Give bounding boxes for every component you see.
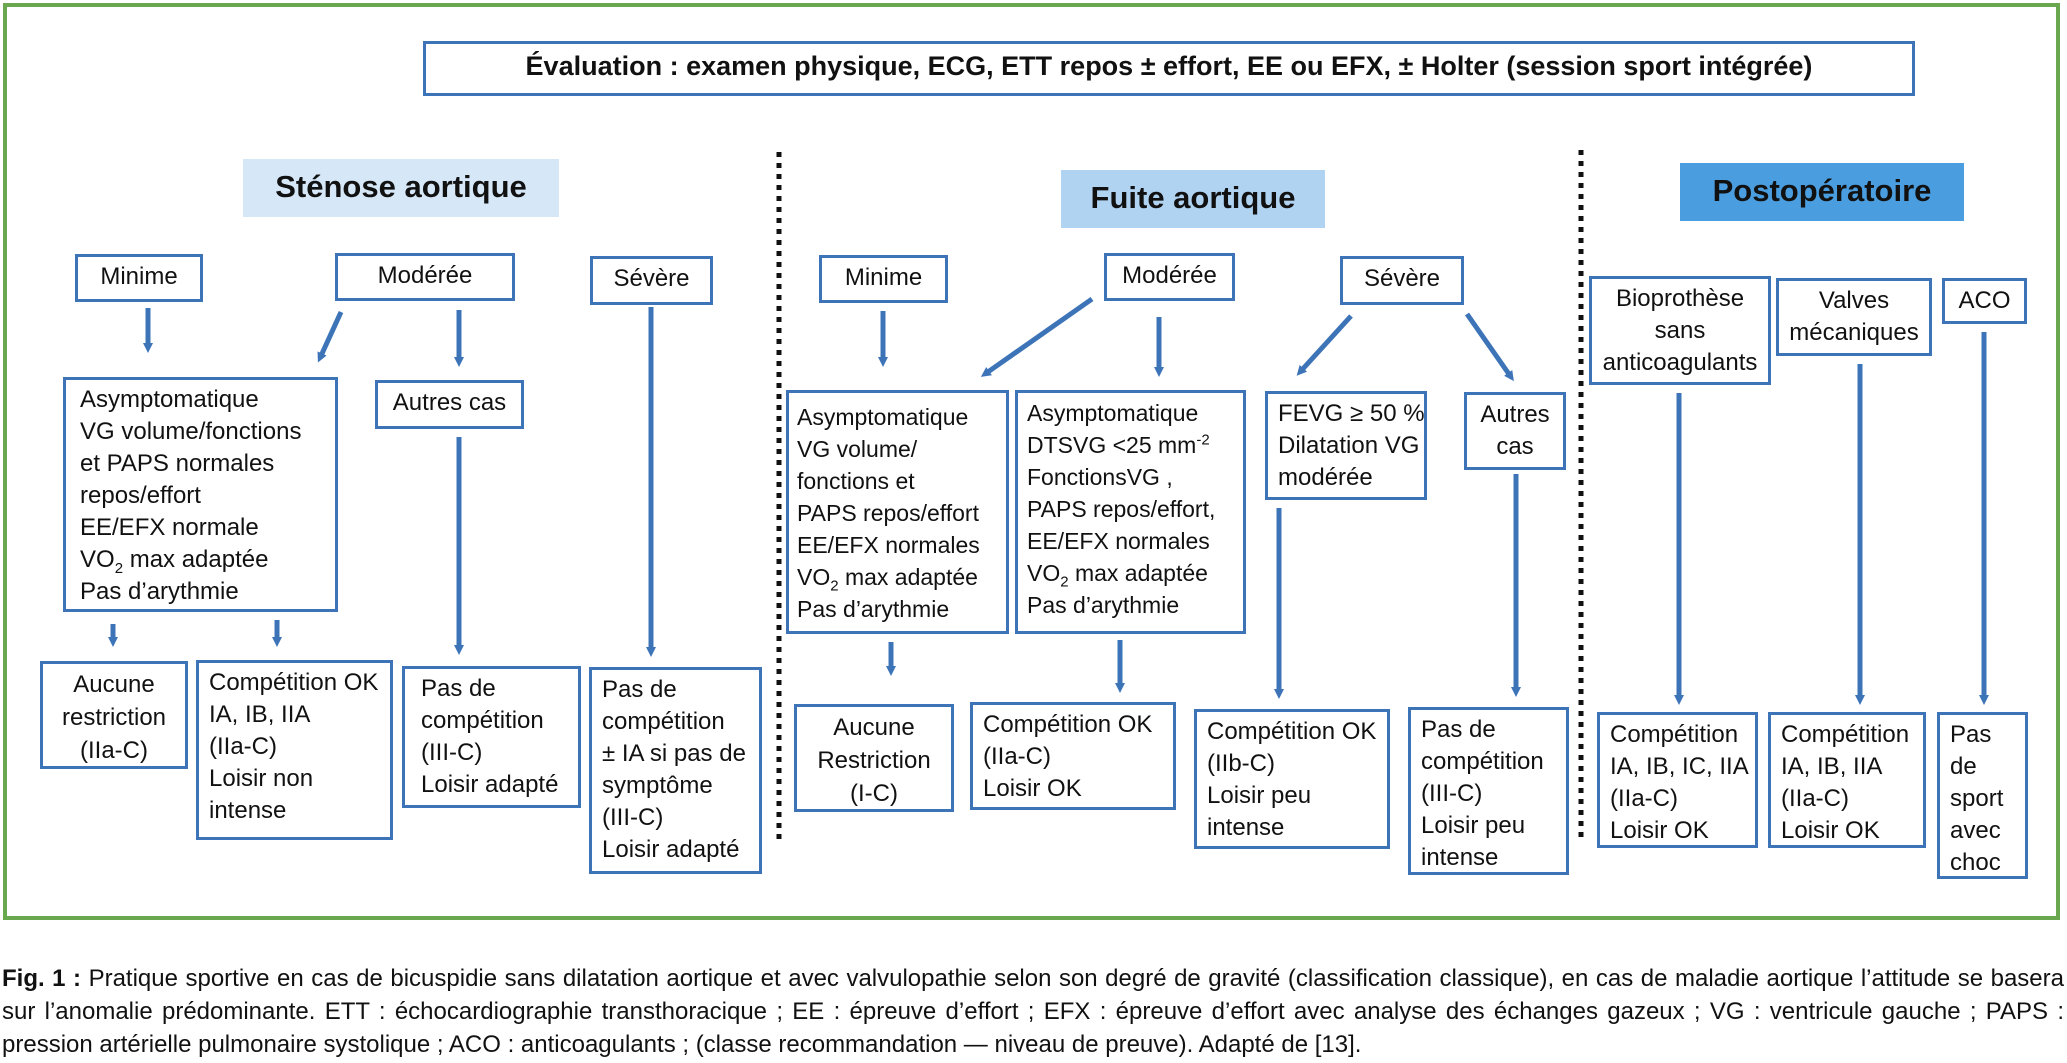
evaluation-title: Évaluation : examen physique, ECG, ETT r… <box>423 41 1915 96</box>
stenose-severe: Sévère <box>590 256 713 305</box>
header-postop: Postopératoire <box>1680 163 1964 221</box>
stenose-outcome-aucune: Aucune restriction (IIa-C) <box>40 661 188 769</box>
caption-label: Fig. 1 : <box>2 965 82 992</box>
fuite-outcome-pas-competition: Pas de compétition (III-C) Loisir peu in… <box>1408 707 1569 875</box>
fuite-moderee: Modérée <box>1104 253 1235 301</box>
figure-frame <box>3 3 2060 920</box>
fuite-severe: Sévère <box>1340 256 1464 305</box>
postop-valves-mecaniques: Valves mécaniques <box>1776 278 1932 356</box>
arrow <box>317 310 344 363</box>
header-fuite: Fuite aortique <box>1061 170 1325 228</box>
fuite-asymptomatique-dtsvg: Asymptomatique DTSVG <25 mm-2 FonctionsV… <box>1015 390 1246 634</box>
stenose-autres-cas: Autres cas <box>375 380 524 429</box>
arrow <box>1464 312 1514 382</box>
header-stenose: Sténose aortique <box>243 159 559 217</box>
postop-aco: ACO <box>1942 278 2027 324</box>
fuite-outcome-aucune: Aucune Restriction (I-C) <box>794 704 954 812</box>
arrow <box>980 296 1094 377</box>
postop-outcome-bioprothese: Compétition IA, IB, IC, IIA (IIa-C) Lois… <box>1597 712 1758 848</box>
caption-text: Pratique sportive en cas de bicuspidie s… <box>2 965 2064 1058</box>
stenose-outcome-competition: Compétition OK IA, IB, IIA (IIa-C) Loisi… <box>196 660 393 840</box>
fuite-autres-cas: Autres cas <box>1464 392 1566 470</box>
stenose-asymptomatique: Asymptomatique VG volume/fonctions et PA… <box>63 377 338 612</box>
stenose-moderee: Modérée <box>335 253 515 301</box>
postop-bioprothese: Bioprothèse sans anticoagulants <box>1589 276 1771 385</box>
stenose-minime: Minime <box>75 254 203 302</box>
fuite-outcome-competition-iib: Compétition OK (IIb-C) Loisir peu intens… <box>1194 709 1390 849</box>
arrow <box>1296 314 1353 376</box>
postop-outcome-valves: Compétition IA, IB, IIA (IIa-C) Loisir O… <box>1768 712 1926 848</box>
fuite-asymptomatique-moderee: Asymptomatique VG volume/ fonctions et P… <box>786 390 1009 634</box>
stenose-outcome-severe: Pas de compétition ± IA si pas de symptô… <box>589 667 762 874</box>
postop-outcome-aco: Pas de sport avec choc <box>1937 712 2028 879</box>
stenose-outcome-pas-competition: Pas de compétition (III-C) Loisir adapté <box>402 666 581 808</box>
figure-caption: Fig. 1 : Pratique sportive en cas de bic… <box>2 962 2064 1061</box>
fuite-outcome-competition-ok: Compétition OK (IIa-C) Loisir OK <box>970 702 1176 810</box>
fuite-fevg: FEVG ≥ 50 % Dilatation VG modérée <box>1265 391 1427 500</box>
fuite-minime: Minime <box>819 255 948 303</box>
